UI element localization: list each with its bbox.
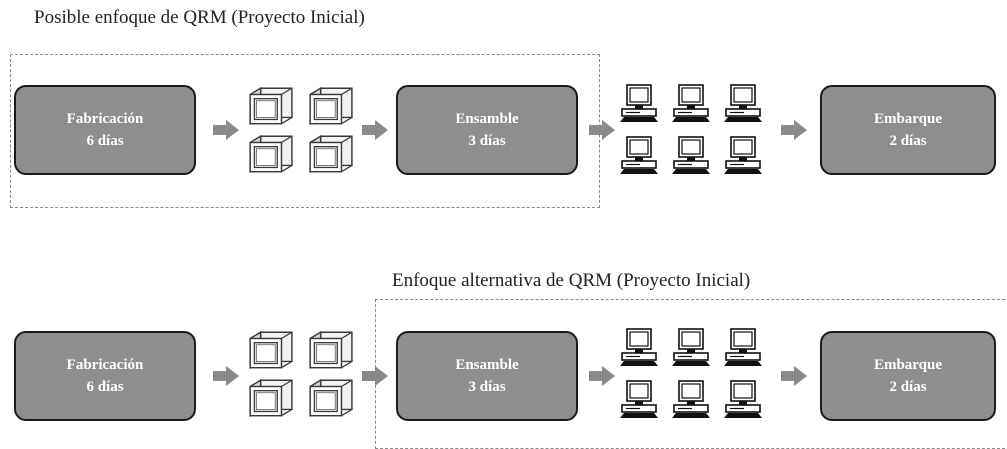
crt-monitor-icon [306, 330, 354, 372]
stage-duration: 3 días [468, 133, 506, 149]
diagram-title-top: Posible enfoque de QRM (Proyecto Inicial… [34, 7, 365, 28]
flow-arrow-icon [362, 366, 388, 386]
stage-fabricacion-top: Fabricación 6 días [14, 85, 196, 175]
stage-name: Embarque [873, 111, 943, 127]
flow-arrow-icon [589, 366, 615, 386]
desktop-computer-icon [668, 136, 714, 176]
desktop-computer-icon [668, 380, 714, 420]
diagram-title-bottom: Enfoque alternativa de QRM (Proyecto Ini… [392, 270, 751, 291]
stage-name: Ensamble [455, 357, 519, 373]
desktop-computer-icon [668, 328, 714, 368]
flow-arrow-icon [213, 120, 239, 140]
flow-arrow-icon [589, 120, 615, 140]
stage-name: Embarque [873, 357, 943, 373]
desktop-computer-icon [616, 84, 662, 124]
flow-arrow-icon [781, 120, 807, 140]
desktop-computer-icon [616, 136, 662, 176]
desktop-computer-icon [668, 84, 714, 124]
desktop-computer-icon [616, 380, 662, 420]
crt-monitor-icon [306, 134, 354, 176]
stage-duration: 6 días [86, 379, 124, 395]
stage-duration: 2 días [889, 379, 927, 395]
crt-monitor-icon [246, 134, 294, 176]
flow-arrow-icon [362, 120, 388, 140]
crt-monitor-icon [306, 86, 354, 128]
stage-duration: 6 días [86, 133, 124, 149]
stage-duration: 3 días [468, 379, 506, 395]
stage-embarque-top: Embarque 2 días [820, 85, 996, 175]
stage-name: Fabricación [66, 357, 144, 373]
desktop-computer-icon [720, 328, 766, 368]
crt-monitor-icon [246, 378, 294, 420]
stage-name: Fabricación [66, 111, 144, 127]
desktop-computer-icon [616, 328, 662, 368]
flow-arrow-icon [781, 366, 807, 386]
stage-ensamble-top: Ensamble 3 días [396, 85, 578, 175]
stage-fabricacion-bottom: Fabricación 6 días [14, 331, 196, 421]
flow-arrow-icon [213, 366, 239, 386]
crt-monitor-icon [246, 86, 294, 128]
crt-monitor-icon [246, 330, 294, 372]
desktop-computer-icon [720, 136, 766, 176]
stage-embarque-bottom: Embarque 2 días [820, 331, 996, 421]
stage-duration: 2 días [889, 133, 927, 149]
desktop-computer-icon [720, 380, 766, 420]
desktop-computer-icon [720, 84, 766, 124]
stage-name: Ensamble [455, 111, 519, 127]
crt-monitor-icon [306, 378, 354, 420]
stage-ensamble-bottom: Ensamble 3 días [396, 331, 578, 421]
